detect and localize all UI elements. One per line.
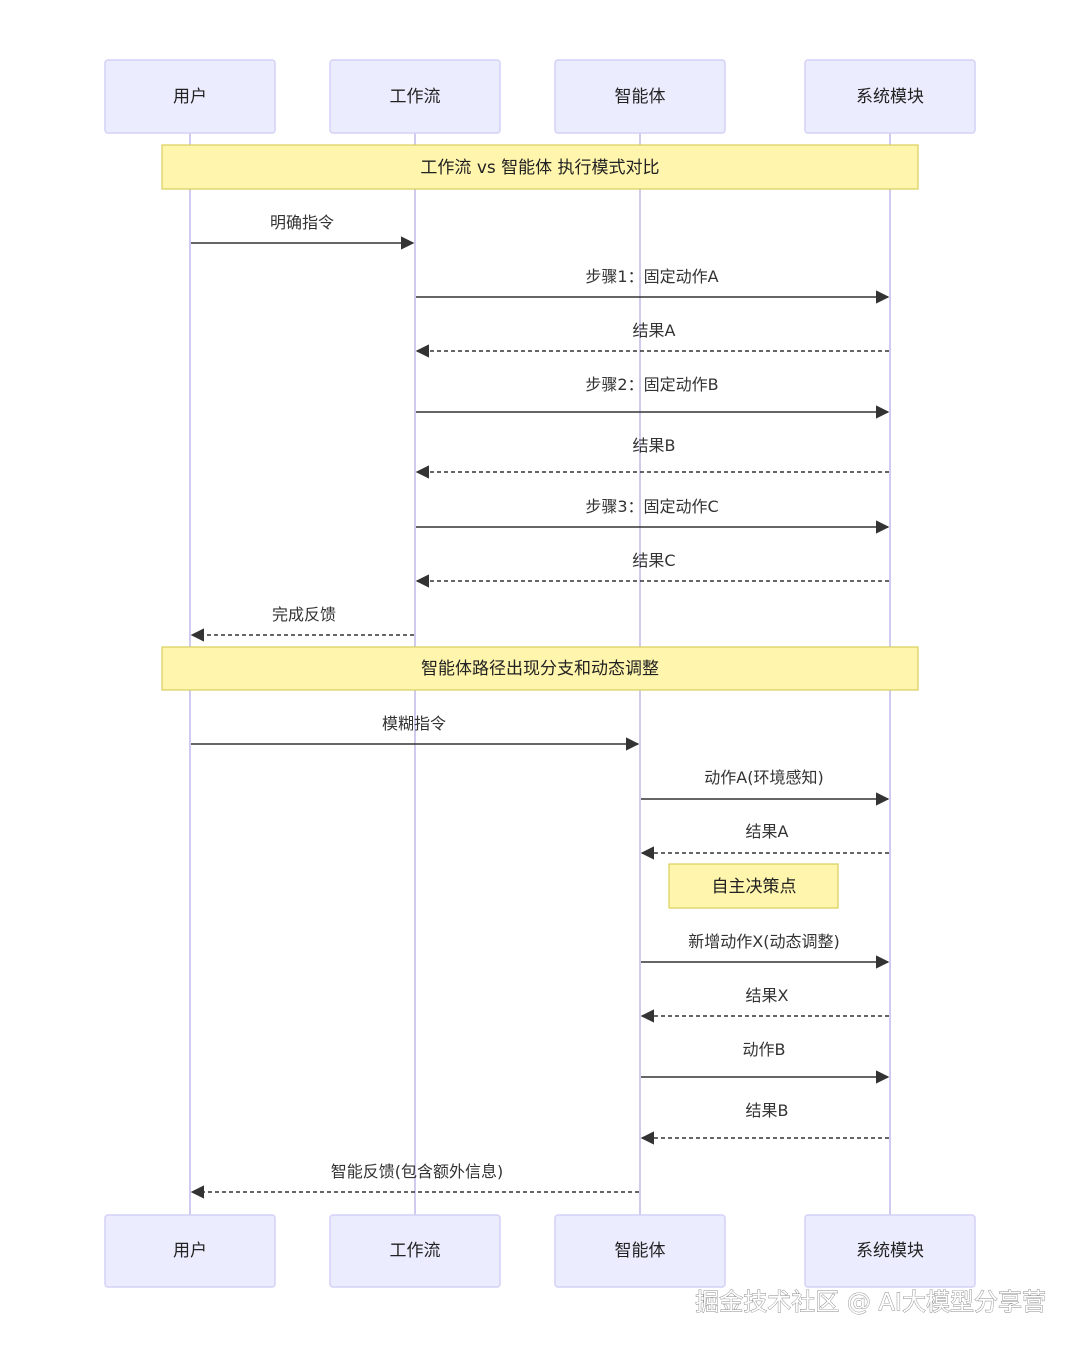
message-label: 完成反馈 xyxy=(272,605,336,624)
message-10: 结果A xyxy=(640,822,889,860)
message-label: 结果B xyxy=(746,1101,789,1120)
actor-label: 智能体 xyxy=(615,1241,666,1261)
actor-bottom-workflow: 工作流 xyxy=(329,1214,501,1288)
message-12: 结果X xyxy=(640,986,889,1023)
message-label: 结果A xyxy=(746,822,789,841)
actor-top-agent: 智能体 xyxy=(554,59,726,134)
message-label: 结果X xyxy=(746,986,789,1005)
message-label: 智能反馈(包含额外信息) xyxy=(331,1162,504,1181)
actor-label: 系统模块 xyxy=(856,1241,924,1261)
message-label: 动作A(环境感知) xyxy=(704,768,823,787)
actor-top-workflow: 工作流 xyxy=(329,59,501,134)
message-label: 动作B xyxy=(743,1040,786,1059)
message-2: 结果A xyxy=(415,321,889,358)
message-label: 步骤3：固定动作C xyxy=(585,497,718,516)
message-label: 步骤2：固定动作B xyxy=(585,375,718,394)
note-mode-comparison: 工作流 vs 智能体 执行模式对比 xyxy=(161,144,919,190)
message-11: 新增动作X(动态调整) xyxy=(641,932,890,969)
message-label: 明确指令 xyxy=(270,213,334,232)
message-6: 结果C xyxy=(415,551,889,588)
message-14: 结果B xyxy=(640,1101,889,1145)
message-5: 步骤3：固定动作C xyxy=(416,497,890,534)
actor-bottom-system: 系统模块 xyxy=(804,1214,976,1288)
note-decision-point: 自主决策点 xyxy=(668,863,839,909)
actor-bottom-user: 用户 xyxy=(104,1214,276,1288)
actor-label: 用户 xyxy=(173,87,207,107)
message-3: 步骤2：固定动作B xyxy=(416,375,890,419)
message-7: 完成反馈 xyxy=(190,605,414,642)
message-label: 结果C xyxy=(632,551,675,570)
message-15: 智能反馈(包含额外信息) xyxy=(190,1162,639,1199)
message-label: 新增动作X(动态调整) xyxy=(688,932,839,951)
note-label: 工作流 vs 智能体 执行模式对比 xyxy=(420,158,659,178)
message-label: 步骤1：固定动作A xyxy=(585,267,718,286)
note-label: 智能体路径出现分支和动态调整 xyxy=(421,659,659,679)
actor-label: 工作流 xyxy=(390,1241,441,1261)
actor-label: 智能体 xyxy=(615,87,666,107)
note-agent-branching: 智能体路径出现分支和动态调整 xyxy=(161,646,919,691)
message-9: 动作A(环境感知) xyxy=(641,768,890,806)
message-8: 模糊指令 xyxy=(191,714,640,751)
message-4: 结果B xyxy=(415,436,889,479)
actor-label: 用户 xyxy=(173,1241,207,1261)
actor-bottom-agent: 智能体 xyxy=(554,1214,726,1288)
note-label: 自主决策点 xyxy=(712,877,797,897)
message-0: 明确指令 xyxy=(191,213,415,250)
message-13: 动作B xyxy=(641,1040,890,1084)
message-1: 步骤1：固定动作A xyxy=(416,267,890,304)
actor-label: 工作流 xyxy=(390,87,441,107)
message-label: 模糊指令 xyxy=(382,714,446,733)
watermark-text: 掘金技术社区 @ AI大模型分享营 xyxy=(695,1288,1046,1316)
message-label: 结果A xyxy=(633,321,676,340)
message-label: 结果B xyxy=(633,436,676,455)
actor-label: 系统模块 xyxy=(856,87,924,107)
actor-top-user: 用户 xyxy=(104,59,276,134)
actor-top-system: 系统模块 xyxy=(804,59,976,134)
